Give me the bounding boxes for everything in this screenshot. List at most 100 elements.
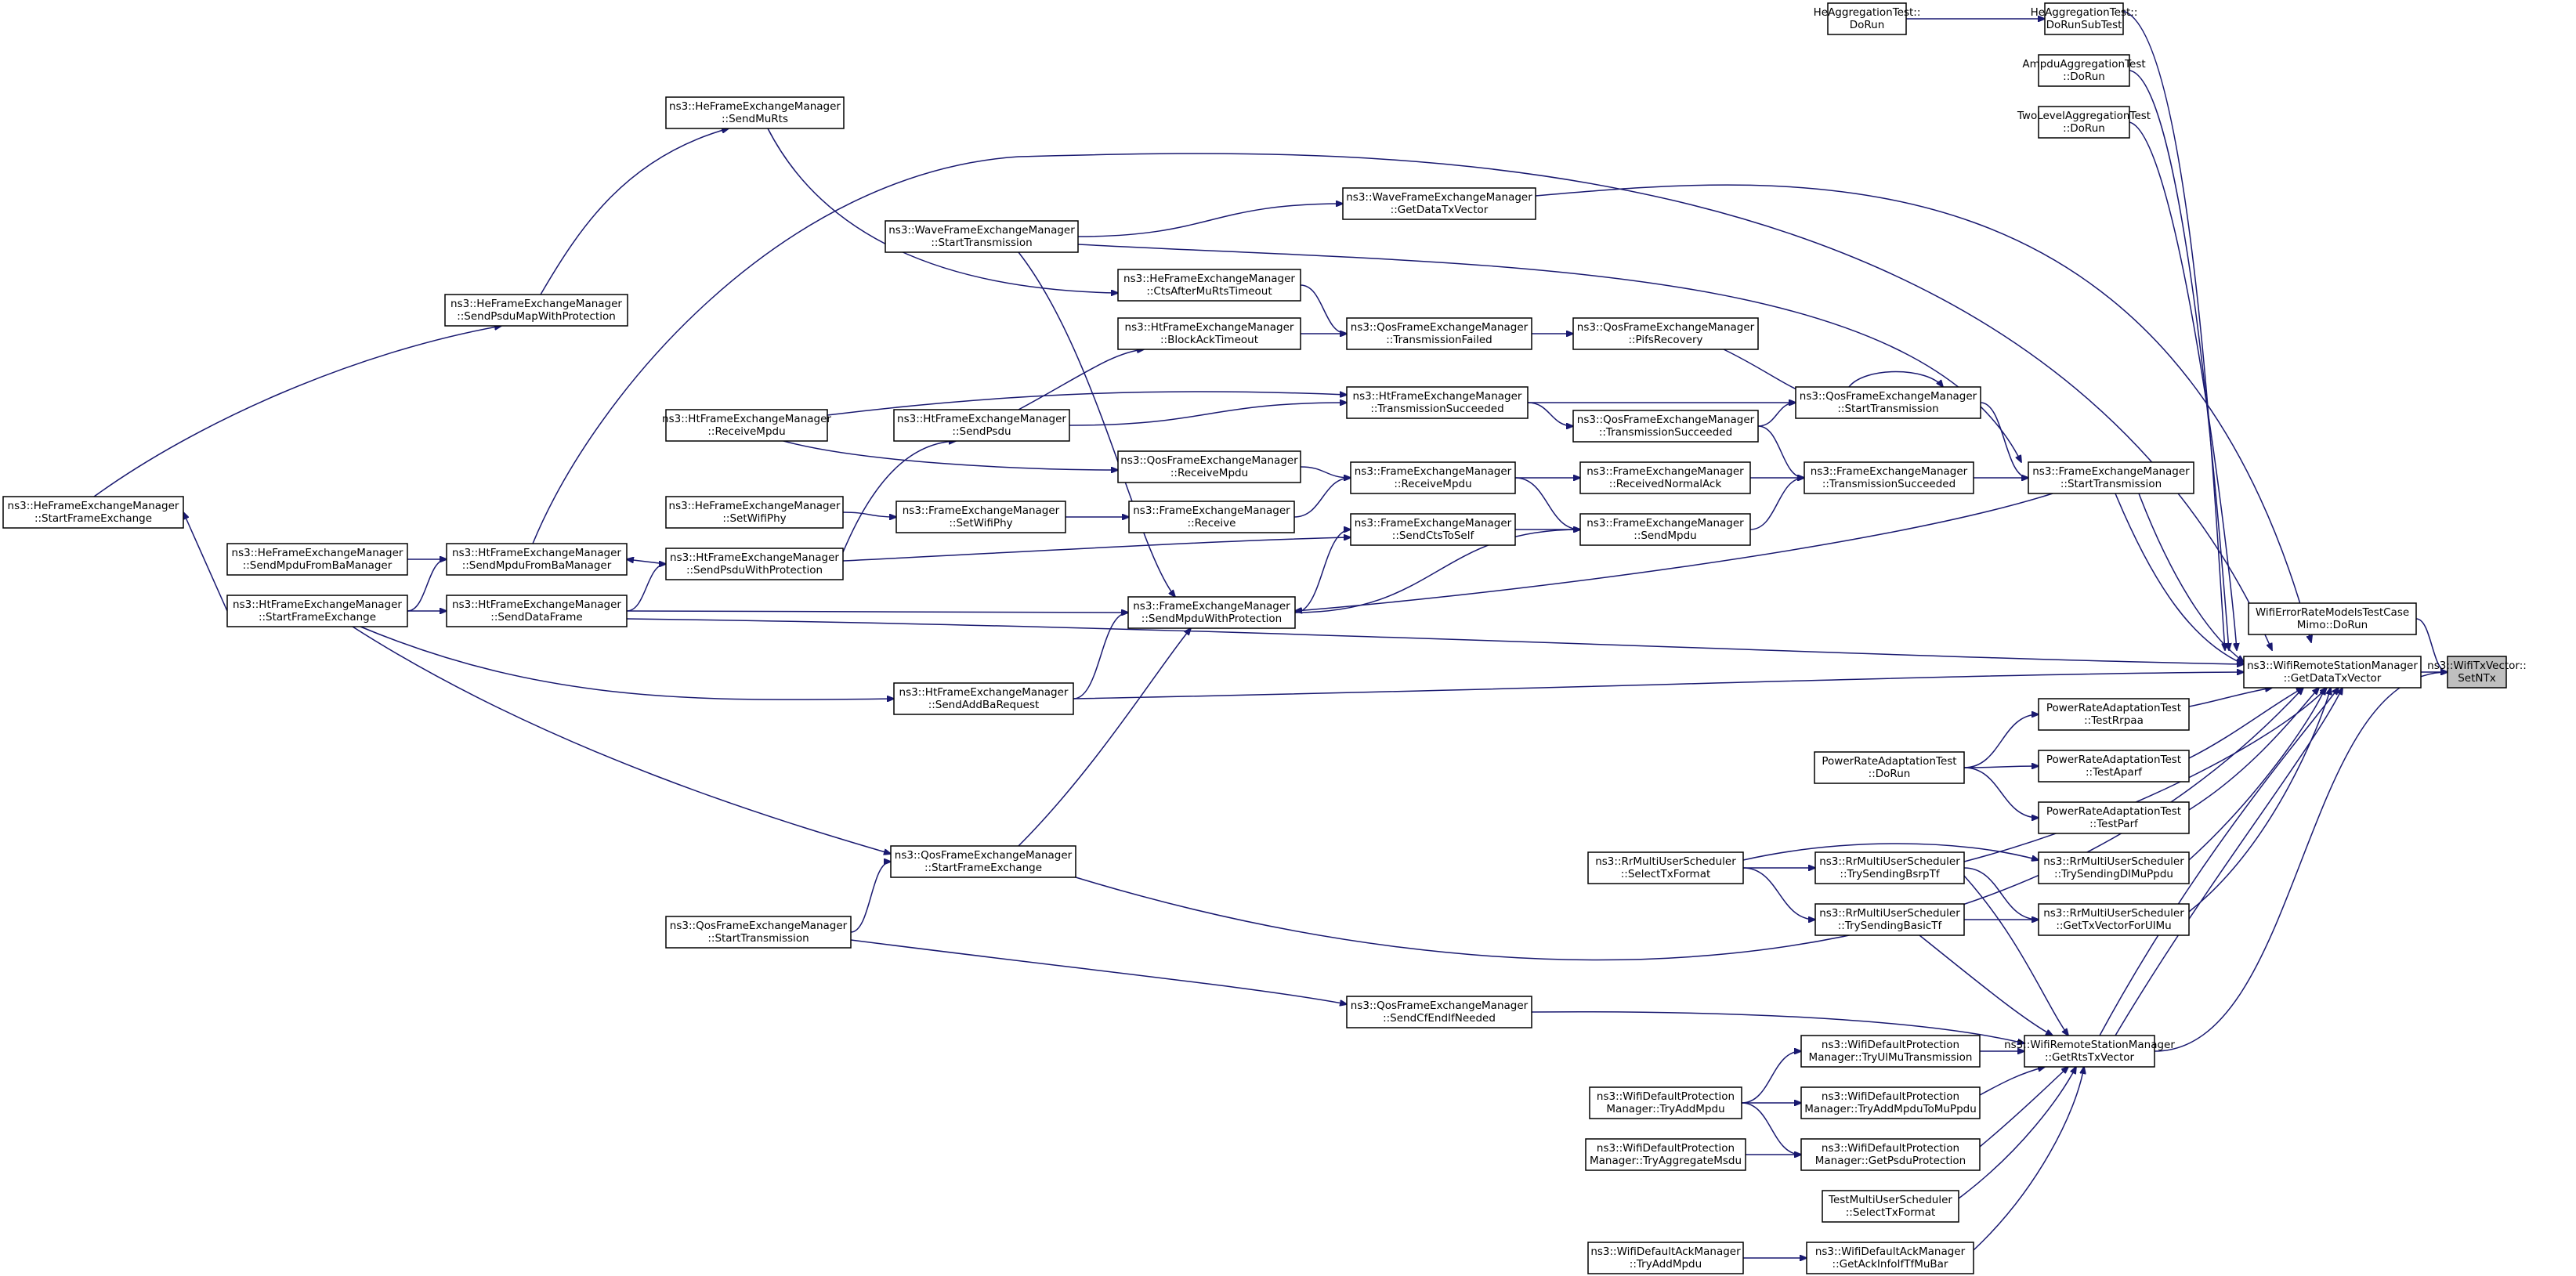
node-box[interactable]	[1585, 1138, 1746, 1171]
node-heSendMpduBa[interactable]: ns3::HeFrameExchangeManager::SendMpduFro…	[226, 543, 408, 576]
node-htSendMpduBa[interactable]: ns3::HtFrameExchangeManager::SendMpduFro…	[446, 543, 628, 576]
node-box[interactable]	[1827, 2, 1907, 35]
node-box[interactable]	[226, 543, 408, 576]
node-heSetWifiPhy[interactable]: ns3::HeFrameExchangeManager::SetWifiPhy	[665, 496, 844, 529]
node-qosStartTx2[interactable]: ns3::QosFrameExchangeManager::StartTrans…	[665, 916, 852, 949]
node-box[interactable]	[1795, 386, 1981, 419]
node-box[interactable]	[1814, 851, 1965, 884]
node-heStartFE[interactable]: ns3::HeFrameExchangeManager::StartFrameE…	[2, 496, 184, 529]
node-box[interactable]	[1814, 751, 1965, 784]
node-box[interactable]	[1117, 269, 1301, 302]
node-htTxSucc[interactable]: ns3::HtFrameExchangeManager::Transmissio…	[1346, 386, 1529, 419]
node-box[interactable]	[1804, 461, 1974, 494]
node-box[interactable]	[2038, 851, 2190, 884]
node-feSendCts[interactable]: ns3::FrameExchangeManager::SendCtsToSelf	[1350, 513, 1516, 546]
node-box[interactable]	[885, 220, 1079, 253]
node-box[interactable]	[1587, 1242, 1744, 1274]
node-box[interactable]	[2038, 903, 2190, 936]
node-box[interactable]	[2038, 106, 2130, 139]
node-praParf[interactable]: PowerRateAdaptationTest::TestParf	[2038, 801, 2190, 834]
node-praAparf[interactable]: PowerRateAdaptationTest::TestAparf	[2038, 750, 2190, 783]
node-waveStart[interactable]: ns3::WaveFrameExchangeManager::StartTran…	[885, 220, 1079, 253]
node-heagRun[interactable]: HeAggregationTest::DoRun	[1814, 2, 1921, 35]
node-box[interactable]	[665, 96, 845, 129]
node-qosTxFailed[interactable]: ns3::QosFrameExchangeManager::Transmissi…	[1346, 317, 1532, 350]
node-feSetWifiPhy[interactable]: ns3::FrameExchangeManager::SetWifiPhy	[895, 501, 1066, 533]
node-wdpGetPsdu[interactable]: ns3::WifiDefaultProtectionManager::GetPs…	[1800, 1138, 1981, 1171]
node-box[interactable]	[665, 409, 828, 442]
node-box[interactable]	[1128, 501, 1295, 533]
node-htStartFE[interactable]: ns3::HtFrameExchangeManager::StartFrameE…	[226, 595, 408, 627]
node-box[interactable]	[893, 682, 1074, 715]
node-box[interactable]	[226, 595, 408, 627]
node-rrBsrp[interactable]: ns3::RrMultiUserScheduler::TrySendingBsr…	[1814, 851, 1965, 884]
node-twolvl[interactable]: TwoLevelAggregationTest::DoRun	[2017, 106, 2151, 139]
node-wdaGetAck[interactable]: ns3::WifiDefaultAckManager::GetAckInfoIf…	[1806, 1242, 1974, 1274]
node-box[interactable]	[444, 294, 628, 327]
node-rrBasic[interactable]: ns3::RrMultiUserScheduler::TrySendingBas…	[1814, 903, 1965, 936]
node-wdpTryAddMu[interactable]: ns3::WifiDefaultProtectionManager::TryAd…	[1800, 1086, 1981, 1119]
node-wdpTryAgg[interactable]: ns3::WifiDefaultProtectionManager::TryAg…	[1585, 1138, 1746, 1171]
node-box[interactable]	[2038, 801, 2190, 834]
node-box[interactable]	[1346, 386, 1529, 419]
node-feReceive[interactable]: ns3::FrameExchangeManager::Receive	[1128, 501, 1295, 533]
node-box[interactable]	[2044, 2, 2124, 35]
node-feTxSucc[interactable]: ns3::FrameExchangeManager::TransmissionS…	[1804, 461, 1974, 494]
node-qosRecvMpdu[interactable]: ns3::QosFrameExchangeManager::ReceiveMpd…	[1117, 450, 1301, 483]
node-box[interactable]	[1342, 187, 1536, 220]
node-box[interactable]	[1350, 461, 1516, 494]
node-feRecvNormalAck[interactable]: ns3::FrameExchangeManager::ReceivedNorma…	[1579, 461, 1751, 494]
node-box[interactable]	[1117, 450, 1301, 483]
node-box[interactable]	[446, 595, 628, 627]
node-box[interactable]	[2, 496, 184, 529]
node-htSendPsduProt[interactable]: ns3::HtFrameExchangeManager::SendPsduWit…	[665, 548, 844, 580]
node-box[interactable]	[1800, 1086, 1981, 1119]
node-feSendMpduProt[interactable]: ns3::FrameExchangeManager::SendMpduWithP…	[1127, 596, 1296, 629]
node-rrGetTxUl[interactable]: ns3::RrMultiUserScheduler::GetTxVectorFo…	[2038, 903, 2190, 936]
node-feRecvMpdu[interactable]: ns3::FrameExchangeManager::ReceiveMpdu	[1350, 461, 1516, 494]
node-box[interactable]	[1127, 596, 1296, 629]
node-box[interactable]	[1579, 461, 1751, 494]
node-htSendPsdu[interactable]: ns3::HtFrameExchangeManager::SendPsdu	[893, 409, 1070, 442]
node-qosSendCfEnd[interactable]: ns3::QosFrameExchangeManager::SendCfEndI…	[1346, 996, 1532, 1028]
node-htRecvMpdu[interactable]: ns3::HtFrameExchangeManager::ReceiveMpdu	[662, 409, 831, 442]
node-heCts[interactable]: ns3::HeFrameExchangeManager::CtsAfterMuR…	[1117, 269, 1301, 302]
node-box[interactable]	[2038, 54, 2130, 87]
node-htSendAddBa[interactable]: ns3::HtFrameExchangeManager::SendAddBaRe…	[893, 682, 1074, 715]
node-ampdu[interactable]: AmpduAggregationTest::DoRun	[2022, 54, 2146, 87]
node-gdtv[interactable]: ns3::WifiRemoteStationManager::GetDataTx…	[2243, 656, 2422, 689]
node-qosTxSucc[interactable]: ns3::QosFrameExchangeManager::Transmissi…	[1572, 410, 1759, 443]
node-box[interactable]	[1346, 996, 1532, 1028]
node-qosStartTx[interactable]: ns3::QosFrameExchangeManager::StartTrans…	[1795, 386, 1981, 419]
node-box[interactable]	[2243, 656, 2422, 689]
node-rrDlMu[interactable]: ns3::RrMultiUserScheduler::TrySendingDlM…	[2038, 851, 2190, 884]
node-tmuSelect[interactable]: TestMultiUserScheduler::SelectTxFormat	[1822, 1190, 1959, 1223]
node-box[interactable]	[1814, 903, 1965, 936]
node-box[interactable]	[1589, 1086, 1742, 1119]
node-box[interactable]	[2447, 656, 2507, 689]
node-box[interactable]	[2248, 602, 2417, 635]
node-root[interactable]: ns3::WifiTxVector::SetNTx	[2427, 656, 2527, 689]
node-qosPifs[interactable]: ns3::QosFrameExchangeManager::PifsRecove…	[1572, 317, 1759, 350]
node-box[interactable]	[2038, 750, 2190, 783]
node-grts[interactable]: ns3::WifiRemoteStationManager::GetRtsTxV…	[2004, 1035, 2175, 1068]
node-box[interactable]	[1572, 317, 1759, 350]
node-box[interactable]	[1800, 1138, 1981, 1171]
node-box[interactable]	[665, 548, 844, 580]
node-box[interactable]	[665, 916, 852, 949]
node-box[interactable]	[2024, 1035, 2155, 1068]
node-box[interactable]	[1579, 513, 1751, 546]
node-qosStartFE[interactable]: ns3::QosFrameExchangeManager::StartFrame…	[890, 845, 1076, 878]
node-praRun[interactable]: PowerRateAdaptationTest::DoRun	[1814, 751, 1965, 784]
node-box[interactable]	[895, 501, 1066, 533]
node-box[interactable]	[893, 409, 1070, 442]
node-praRrpaa[interactable]: PowerRateAdaptationTest::TestRrpaa	[2038, 698, 2190, 731]
node-feSendMpdu[interactable]: ns3::FrameExchangeManager::SendMpdu	[1579, 513, 1751, 546]
node-box[interactable]	[890, 845, 1076, 878]
node-box[interactable]	[1806, 1242, 1974, 1274]
node-box[interactable]	[665, 496, 844, 529]
node-box[interactable]	[2028, 461, 2194, 494]
node-wdpTryUl[interactable]: ns3::WifiDefaultProtectionManager::TryUl…	[1800, 1035, 1981, 1068]
node-htBlockAck[interactable]: ns3::HtFrameExchangeManager::BlockAckTim…	[1117, 317, 1301, 350]
